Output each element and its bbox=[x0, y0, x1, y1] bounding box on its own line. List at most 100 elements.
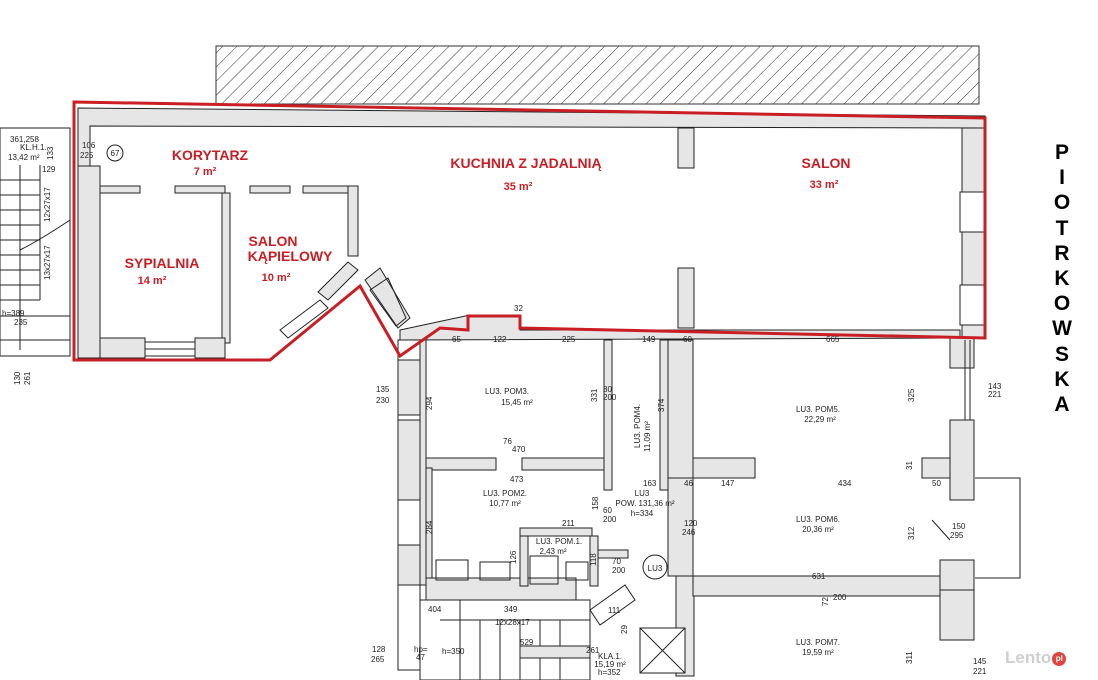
unit-code: LU3 bbox=[635, 489, 650, 498]
dimension-label: 130 bbox=[13, 371, 22, 385]
lower-room-name: LU3. POM4. bbox=[633, 404, 642, 448]
lower-room-name: LU3. POM2. bbox=[483, 489, 527, 498]
dimension-label: 80 bbox=[603, 385, 612, 394]
dimension-label: 145 bbox=[973, 657, 987, 666]
dimension-label: 295 bbox=[950, 531, 964, 540]
dimension-label: 60 bbox=[603, 506, 612, 515]
dimension-label: 529 bbox=[520, 638, 534, 647]
dimension-label: 163 bbox=[643, 479, 657, 488]
dimension-label: 32 bbox=[514, 304, 523, 313]
lower-room-area: 11,09 m² bbox=[643, 421, 652, 452]
apartment-outline bbox=[72, 100, 987, 362]
lower-room-area: 20,36 m² bbox=[802, 525, 834, 534]
dimension-label: 225 bbox=[562, 335, 576, 344]
dimension-label: 312 bbox=[907, 526, 916, 540]
dimension-label: 325 bbox=[907, 388, 916, 402]
street-letter: S bbox=[1054, 342, 1069, 366]
street-letter: P bbox=[1054, 141, 1069, 164]
room-korytarz-name: KORYTARZ bbox=[172, 147, 249, 163]
lower-room-area: 15,19 m² bbox=[594, 660, 626, 669]
stair-label: h=350 bbox=[442, 647, 465, 656]
dimension-label: 211 bbox=[562, 519, 575, 528]
dimension-label: 665 bbox=[826, 335, 840, 344]
dimension-label: 200 bbox=[603, 515, 617, 524]
window-symbols bbox=[144, 277, 407, 357]
dimension-label: 294 bbox=[425, 396, 434, 410]
room-salon-name: SALON bbox=[802, 155, 851, 171]
dimension-label: 200 bbox=[833, 593, 847, 602]
lower-room-area: 10,77 m² bbox=[489, 499, 521, 508]
room-korytarz-area: 7 m² bbox=[194, 166, 217, 178]
dimension-label: 129 bbox=[42, 165, 56, 174]
apartment-walls bbox=[77, 107, 987, 359]
dimension-label: 434 bbox=[838, 479, 852, 488]
lower-room-area: 2,43 m² bbox=[539, 547, 566, 556]
unit-circle-label: LU3 bbox=[648, 564, 663, 573]
room-lazienka-area: 10 m² bbox=[262, 272, 291, 284]
stair-label: h=389 bbox=[2, 309, 25, 318]
dimension-label: 221 bbox=[988, 390, 1002, 399]
dimension-label: 60 bbox=[683, 335, 692, 344]
dimension-label: 221 bbox=[973, 667, 987, 676]
lower-room-name: LU3. POM.1. bbox=[536, 537, 582, 546]
street-letter: O bbox=[1053, 292, 1071, 316]
street-letter: T bbox=[1055, 216, 1069, 240]
dimension-label: 76 bbox=[503, 437, 512, 446]
lower-room-name: KL.H.1. bbox=[20, 143, 47, 152]
dimension-label: 331 bbox=[590, 388, 599, 402]
street-letter: K bbox=[1054, 367, 1070, 391]
dimension-label: 225 bbox=[80, 151, 94, 160]
dimension-label: 349 bbox=[504, 605, 518, 614]
dimension-label: hp= bbox=[414, 645, 428, 654]
room-sypialnia-name: SYPIALNIA bbox=[125, 255, 200, 271]
dimension-label: 70 bbox=[612, 557, 621, 566]
dimension-label: 150 bbox=[952, 522, 966, 531]
dimension-label: 235 bbox=[14, 318, 28, 327]
street-letter: O bbox=[1053, 191, 1071, 215]
dimension-label: 200 bbox=[612, 566, 626, 575]
lower-room-name: LU3. POM5. bbox=[796, 405, 840, 414]
dimension-label: 361,258 bbox=[10, 135, 39, 144]
dimension-label: 147 bbox=[721, 479, 735, 488]
street-letter: W bbox=[1052, 317, 1072, 341]
ref-circle bbox=[106, 144, 124, 162]
room-salon-area: 33 m² bbox=[810, 179, 839, 191]
left-staircase bbox=[0, 127, 71, 357]
dimension-label: 120 bbox=[684, 519, 698, 528]
dimension-label: 118 bbox=[589, 553, 598, 566]
dimension-label: 128 bbox=[372, 645, 386, 654]
lower-room-area: 15,45 m² bbox=[501, 398, 533, 407]
dimension-label: 246 bbox=[682, 528, 696, 537]
dimension-label: 470 bbox=[512, 445, 526, 454]
room-kuchnia-name: KUCHNIA Z JADALNIĄ bbox=[450, 155, 601, 171]
lower-staircase bbox=[419, 584, 636, 680]
street-letter: K bbox=[1054, 267, 1070, 291]
dimension-label: 284 bbox=[425, 520, 434, 534]
dimension-label: 149 bbox=[642, 335, 656, 344]
unit-height: h=334 bbox=[631, 509, 654, 518]
dimension-label: 46 bbox=[684, 479, 693, 488]
room-lazienka-name-2: KĄPIELOWY bbox=[248, 248, 333, 264]
lower-room-area: 22,29 m² bbox=[804, 415, 836, 424]
stair-label: 12x27x17 bbox=[43, 187, 52, 222]
dimension-label: 65 bbox=[452, 335, 461, 344]
street-letter: I bbox=[1059, 166, 1065, 190]
dimension-label: 111 bbox=[608, 606, 621, 615]
watermark-badge: pl bbox=[1052, 651, 1067, 666]
lower-room-area: 13,42 m² bbox=[8, 153, 40, 162]
dimension-label: 473 bbox=[510, 475, 524, 484]
dimension-label: 135 bbox=[376, 385, 390, 394]
dimension-label: 230 bbox=[376, 396, 390, 405]
lower-room-name: KLA.1. bbox=[598, 652, 622, 661]
dimension-label: 72 bbox=[821, 597, 830, 606]
lower-room-labels: LU3. POM3. 15,45 m² LU3. POM2. 10,77 m² … bbox=[8, 143, 840, 669]
room-sypialnia-area: 14 m² bbox=[138, 275, 167, 287]
dimension-label: 261 bbox=[586, 646, 600, 655]
lower-room-name: LU3. POM7. bbox=[796, 638, 840, 647]
street-letter: R bbox=[1054, 241, 1070, 265]
dimension-label: 122 bbox=[493, 335, 507, 344]
lower-fixtures bbox=[435, 340, 1021, 674]
